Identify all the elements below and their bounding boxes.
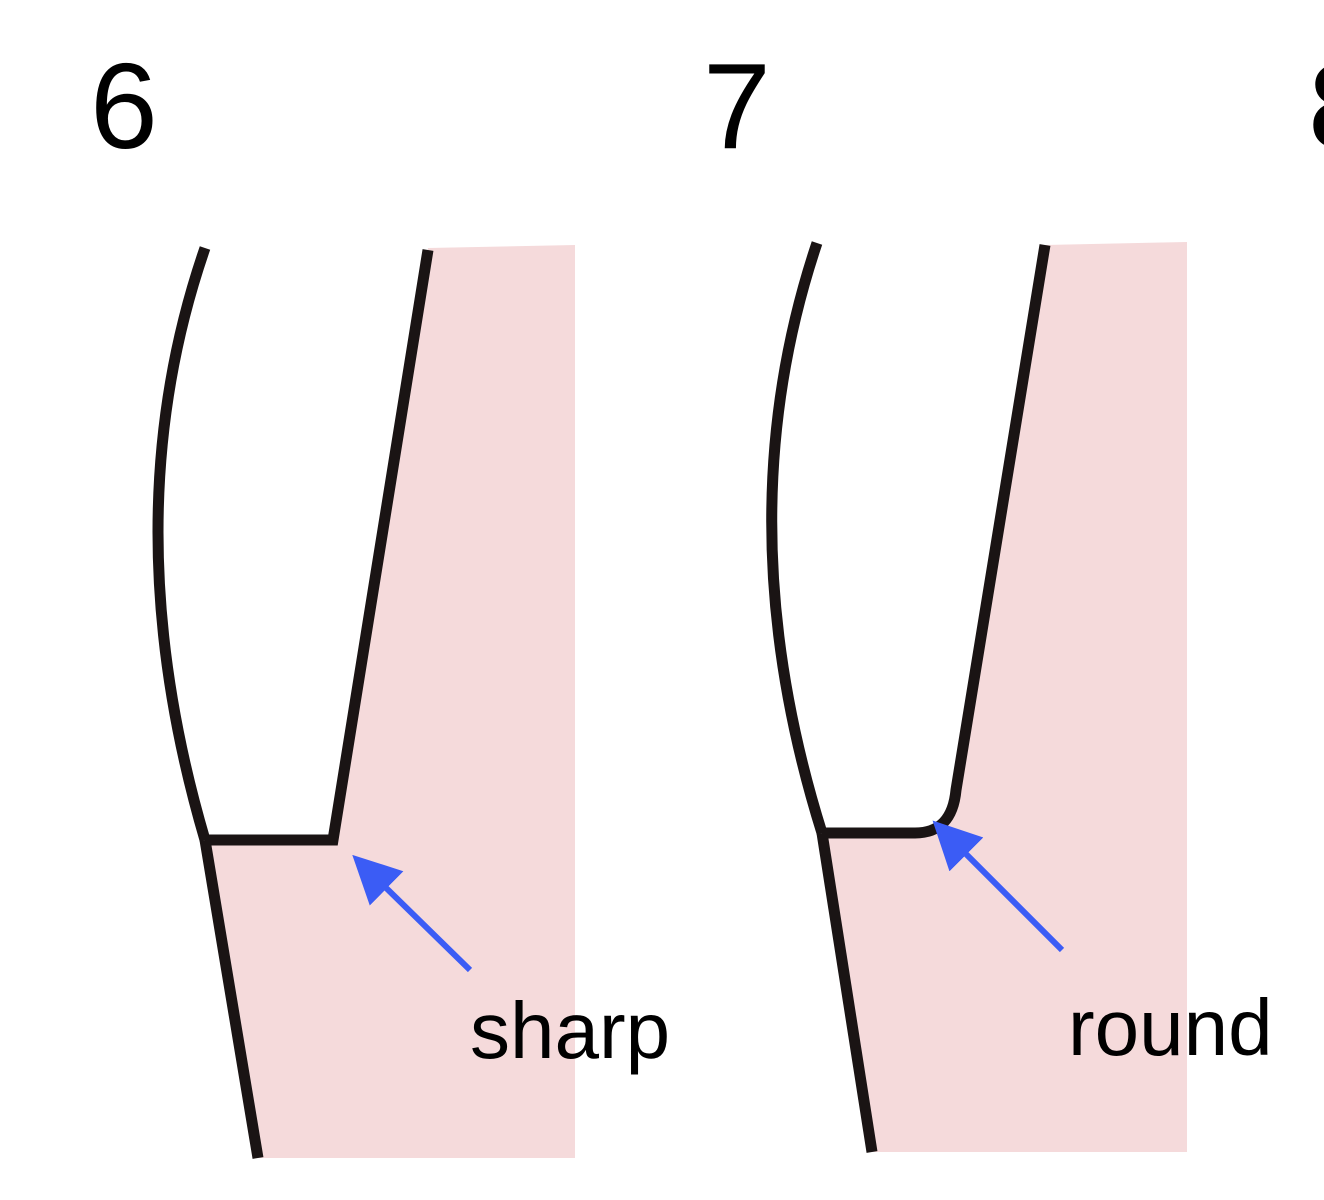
panel-number-7: 7 xyxy=(703,38,771,174)
lower-wall-6 xyxy=(199,839,264,1159)
left-wall-curve-7 xyxy=(766,241,828,835)
arrow-icon-6 xyxy=(352,854,473,973)
panel-number-8: 8 xyxy=(1308,38,1324,174)
lower-wall-7 xyxy=(816,832,878,1153)
label-round: round xyxy=(1068,983,1273,1072)
panel-number-6: 6 xyxy=(90,38,158,174)
step-sharp-6 xyxy=(205,249,434,846)
arrow-icon-7 xyxy=(932,820,1065,953)
panel-7: 7 round xyxy=(703,38,1273,1153)
left-wall-curve-6 xyxy=(152,246,211,842)
label-sharp: sharp xyxy=(470,986,670,1075)
pink-region-7 xyxy=(822,242,1187,1152)
panel-6: 6 sharp xyxy=(90,38,670,1159)
pink-region-6 xyxy=(205,245,575,1158)
